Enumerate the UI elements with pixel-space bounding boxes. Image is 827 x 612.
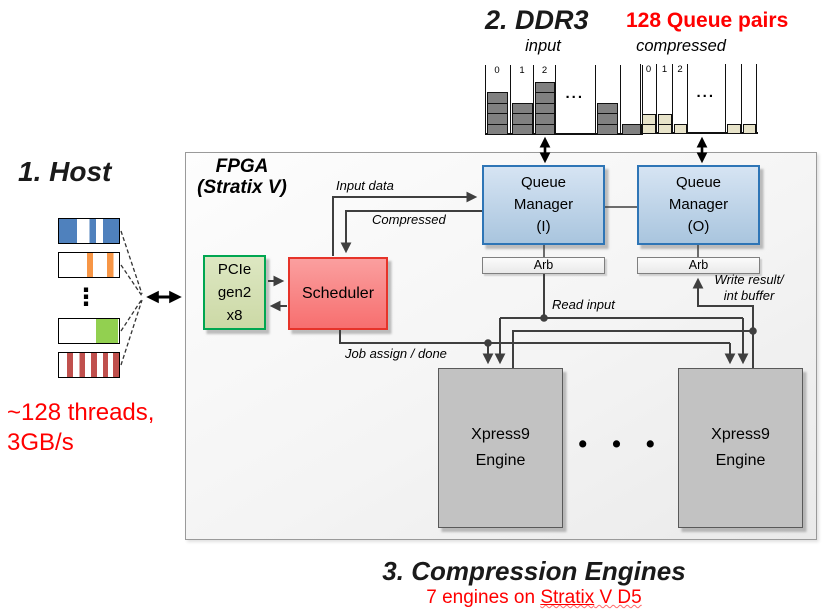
host-annotation: ~128 threads, 3GB/s — [7, 398, 154, 458]
thread-bar — [58, 318, 120, 344]
compressed-queue-label: compressed — [636, 37, 726, 55]
queue-cell — [673, 123, 687, 134]
arb-input-box: Arb — [482, 257, 605, 274]
compressed-wire-label: Compressed — [372, 212, 446, 227]
ddr3-input-queue-group: 0 1 2... — [485, 65, 643, 135]
queue-column: 0 — [640, 64, 656, 134]
queue-cell — [657, 123, 672, 134]
input-queue-label: input — [525, 37, 561, 55]
engines-annotation: 7 engines on Stratix V D5 — [426, 587, 642, 608]
queue-column: 2 — [533, 65, 556, 135]
queue-cell — [534, 123, 555, 135]
queue-column: 1 — [656, 64, 672, 134]
queue-column — [595, 65, 618, 135]
host-fanin-dash-4 — [120, 299, 143, 366]
arb-output-box: Arb — [637, 257, 760, 274]
pcie-box: PCIe gen2 x8 — [203, 255, 266, 330]
queue-column-header: 0 — [645, 64, 652, 75]
compression-engines-title: 3. Compression Engines — [382, 556, 686, 586]
host-annotation-line2: 3GB/s — [7, 429, 74, 456]
queue-column: 1 — [510, 65, 533, 135]
host-fanin-dash-2 — [120, 264, 143, 297]
queue-cell — [486, 123, 508, 135]
scheduler-box: Scheduler — [288, 257, 388, 330]
queue-column-header: 1 — [661, 64, 668, 75]
queue-cell — [511, 123, 533, 135]
job-assign-wire-label: Job assign / done — [345, 346, 447, 361]
engines-ellipsis: • • • — [578, 430, 664, 458]
queue-column: 2 — [672, 64, 688, 134]
host-fanin-dash-3 — [120, 298, 143, 332]
thread-bar — [58, 252, 120, 278]
queue-cell — [641, 123, 656, 134]
queue-cell — [596, 123, 618, 135]
queue-column-header: 0 — [494, 65, 500, 76]
device-name: Stratix — [540, 587, 595, 608]
ddr3-title: 2. DDR3 — [485, 5, 589, 35]
thread-bar — [58, 218, 120, 244]
input-data-wire-label: Input data — [336, 178, 394, 193]
queue-column-header: 2 — [541, 65, 548, 76]
xpress9-engine-right-box: Xpress9 Engine — [678, 368, 803, 528]
queue-column — [725, 64, 741, 134]
queue-column-header: 1 — [519, 65, 525, 76]
read-input-wire-label: Read input — [552, 297, 615, 312]
queue-ellipsis: ... — [565, 85, 585, 102]
queue-manager-input-box: Queue Manager (I) — [482, 165, 605, 245]
queue-pairs-annotation: 128 Queue pairs — [626, 9, 789, 32]
write-result-wire-label: Write result/ int buffer — [714, 272, 784, 303]
queue-column: 0 — [485, 65, 508, 135]
queue-cell — [621, 123, 642, 135]
host-fanin-dash-1 — [120, 230, 143, 295]
host-title: 1. Host — [18, 156, 112, 187]
queue-manager-output-box: Queue Manager (O) — [637, 165, 760, 245]
host-threads-ellipsis: ⋮ — [74, 284, 98, 311]
fpga-label: FPGA (Stratix V) — [197, 156, 287, 198]
queue-column-header: 2 — [677, 64, 683, 75]
thread-bar — [58, 352, 120, 378]
xpress9-engine-left-box: Xpress9 Engine — [438, 368, 563, 528]
queue-column — [620, 65, 643, 135]
queue-ellipsis: ... — [696, 84, 716, 101]
queue-cell — [742, 123, 756, 134]
host-annotation-line1: ~128 threads, — [7, 399, 155, 426]
queue-column — [741, 64, 757, 134]
queue-cell — [726, 123, 741, 134]
